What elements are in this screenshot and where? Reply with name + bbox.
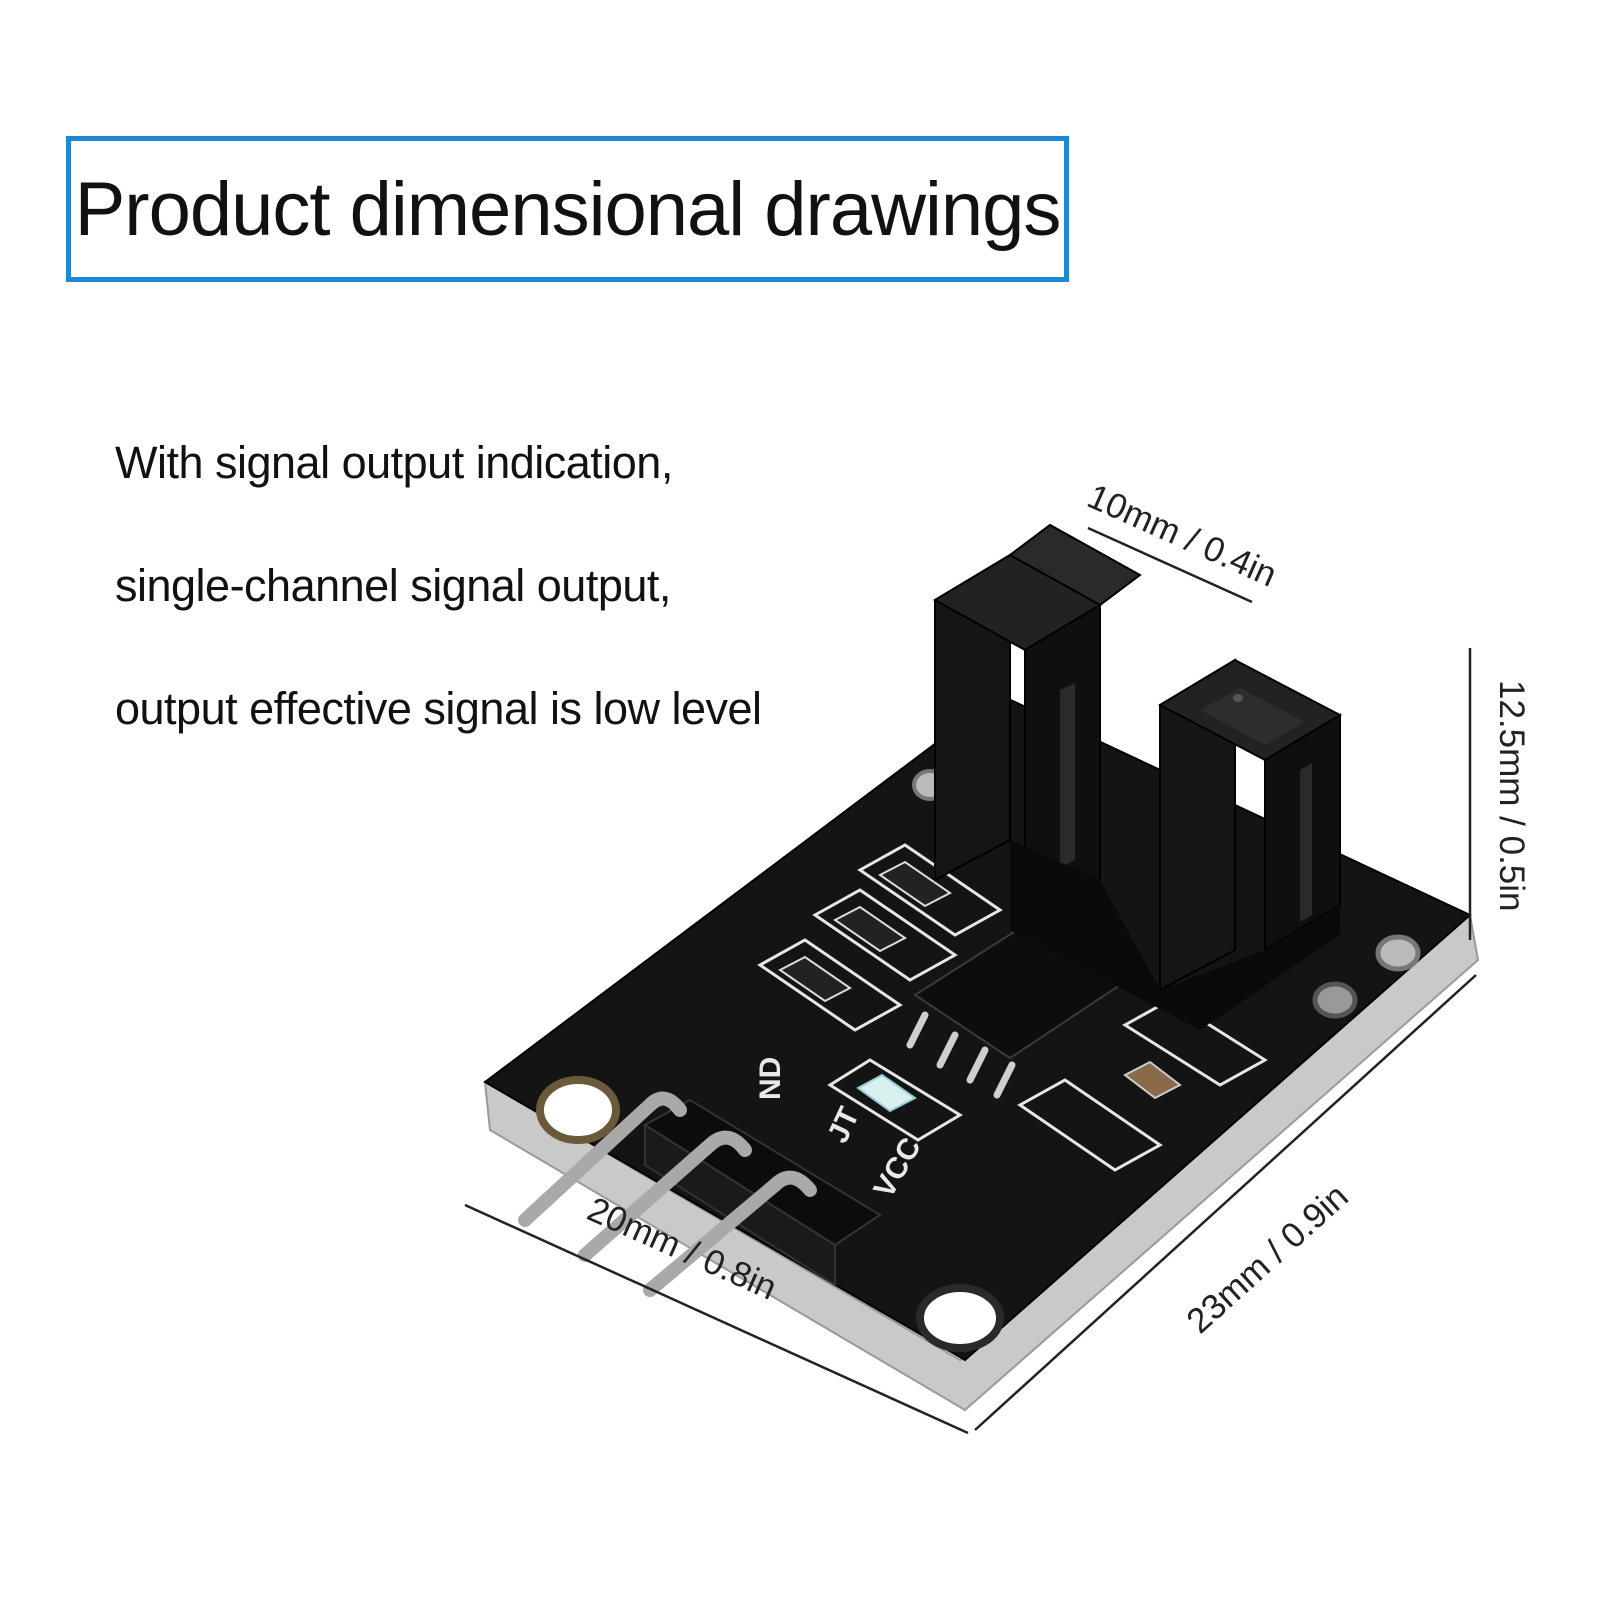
pin-label-gnd: ND [754,1057,787,1100]
mounting-hole [916,1284,1004,1352]
dim-board-length: 23mm / 0.9in [1179,1177,1355,1341]
feature-line: output effective signal is low level [115,683,762,734]
mounting-hole [1312,981,1358,1019]
resistor-group-right [1017,998,1268,1172]
led-indicator [856,1073,917,1113]
led-outline [827,1058,963,1142]
page-title: Product dimensional drawings [74,166,1062,252]
feature-list: With signal output indication, single-ch… [115,440,762,809]
feature-line: With signal output indication, [115,437,673,488]
pcb-edge [483,913,1480,1412]
title-box: Product dimensional drawings [66,136,1069,282]
dimension-lines [464,526,1477,1435]
resistor-group [757,843,1003,1032]
feature-line: single-channel signal output, [115,560,671,611]
ic-pins [906,1011,1016,1099]
dim-height: 12.5mm / 0.5in [1492,680,1531,912]
capacitor [1123,1060,1182,1100]
mounting-hole [536,1076,620,1144]
header-pins [518,1091,817,1297]
mounting-hole [1375,934,1421,972]
slot-sensor [933,523,1343,1030]
resistor-chip [778,860,952,1003]
